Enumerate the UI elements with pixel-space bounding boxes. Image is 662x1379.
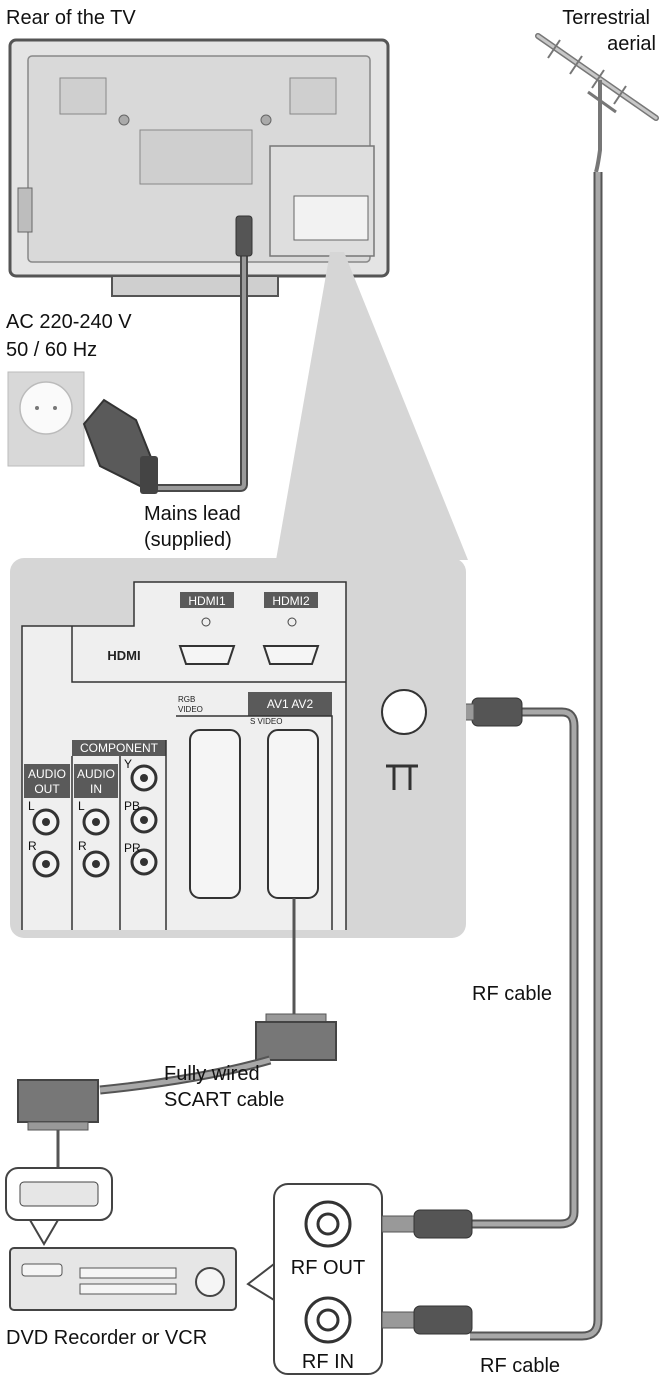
rf-terminals-callout <box>246 1183 383 1375</box>
audio-in-r-label: R <box>78 839 87 853</box>
dvd-recorder-label: DVD Recorder or VCR <box>6 1327 207 1349</box>
component-pb-label: PB <box>124 799 140 813</box>
tv-rear <box>8 38 390 297</box>
audio-out-label-line1: AUDIO <box>28 767 66 781</box>
wall-socket <box>7 371 85 467</box>
rear-tv-label: Rear of the TV <box>6 7 136 29</box>
video-label: VIDEO <box>178 705 203 714</box>
svideo-label: S VIDEO <box>250 717 282 726</box>
rf-in-label: RF IN <box>302 1351 354 1373</box>
rca-jack-cores <box>42 774 148 868</box>
audio-out-label-line2: OUT <box>34 782 60 796</box>
mains-lead-cable <box>150 215 253 492</box>
rf-plugs <box>381 1209 473 1335</box>
zoom-callout <box>276 252 468 560</box>
component-pr-label: PR <box>124 841 141 855</box>
audio-in-label-line2: IN <box>90 782 102 796</box>
scart-socket-callout <box>5 1167 113 1246</box>
hdmi1-label: HDMI1 <box>188 594 226 608</box>
mains-lead-label-line1: Mains lead <box>144 503 241 525</box>
rf-cable-label-lower: RF cable <box>480 1355 560 1377</box>
scart-cable <box>17 898 337 1170</box>
audio-in-label-line1: AUDIO <box>77 767 115 781</box>
av1-av2-label: AV1 AV2 <box>267 697 314 711</box>
scart-label-line2: SCART cable <box>164 1089 284 1111</box>
rf-out-label: RF OUT <box>291 1257 365 1279</box>
audio-out-r-label: R <box>28 839 37 853</box>
rgb-label: RGB <box>178 695 195 704</box>
scart-label-line1: Fully wired <box>164 1063 260 1085</box>
mains-lead-label-line2: (supplied) <box>144 529 232 551</box>
rf-cable-label-upper: RF cable <box>472 983 552 1005</box>
audio-out-l-label: L <box>28 799 35 813</box>
dvd-recorder-device <box>9 1247 237 1311</box>
hdmi2-label: HDMI2 <box>272 594 310 608</box>
component-y-label: Y <box>124 757 132 771</box>
aerial-cable <box>470 172 603 1341</box>
hdmi-logo: HDMI <box>107 648 140 663</box>
component-label: COMPONENT <box>80 741 159 755</box>
aerial-antenna <box>535 33 659 173</box>
audio-in-l-label: L <box>78 799 85 813</box>
aerial-label-line1: Terrestrial <box>562 7 650 29</box>
terminal-panel <box>10 558 466 938</box>
ac-frequency-label: 50 / 60 Hz <box>6 339 97 361</box>
aerial-label-line2: aerial <box>607 33 656 55</box>
ac-voltage-label: AC 220-240 V <box>6 311 132 333</box>
mains-plug <box>82 398 158 494</box>
